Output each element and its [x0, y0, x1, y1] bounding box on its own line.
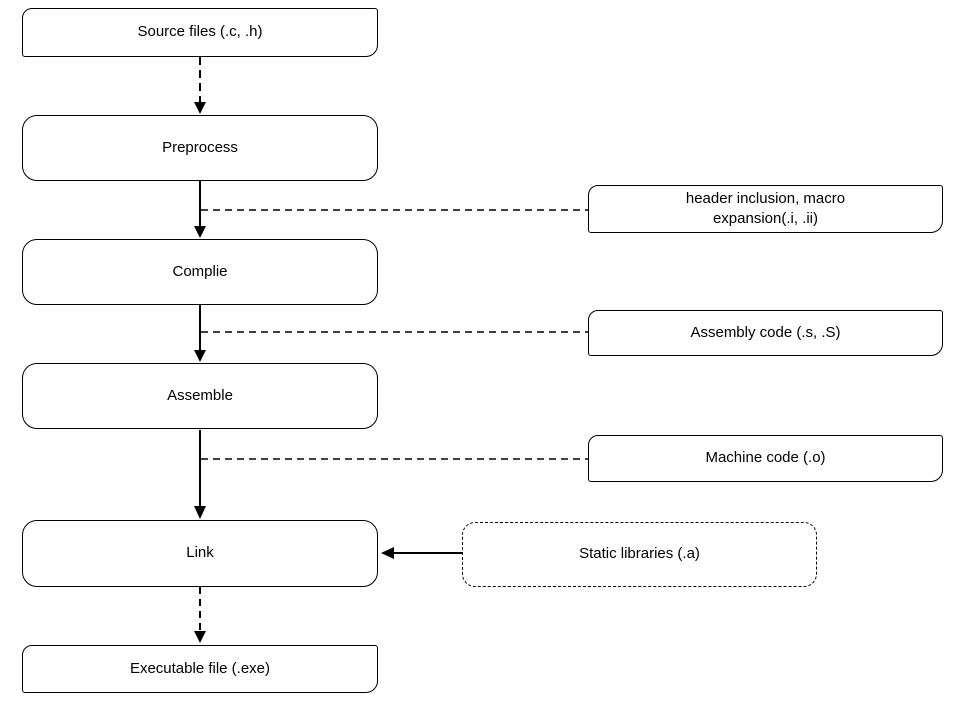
node-preprocess: Preprocess: [22, 115, 378, 181]
node-assemble-label: Assemble: [167, 386, 233, 404]
node-static-libraries-label: Static libraries (.a): [579, 545, 700, 563]
node-header-inclusion: header inclusion, macro expansion(.i, .i…: [588, 185, 943, 233]
node-machine-code: Machine code (.o): [588, 435, 943, 482]
arrowhead-link-executable: [194, 631, 206, 643]
node-header-inclusion-label: header inclusion, macro expansion(.i, .i…: [685, 189, 846, 227]
node-preprocess-label: Preprocess: [162, 138, 238, 156]
node-complie-label: Complie: [172, 262, 228, 280]
node-link: Link: [22, 520, 378, 587]
node-assemble: Assemble: [22, 363, 378, 429]
node-source-files-label: Source files (.c, .h): [137, 23, 263, 41]
node-link-label: Link: [186, 544, 214, 562]
arrowhead-staticlibs-link: [381, 547, 394, 559]
node-assembly-code: Assembly code (.s, .S): [588, 310, 943, 356]
node-machine-code-label: Machine code (.o): [705, 449, 826, 467]
arrowhead-preprocess-complie: [194, 226, 206, 238]
node-complie: Complie: [22, 239, 378, 305]
node-executable-file: Executable file (.exe): [22, 645, 378, 693]
node-executable-file-label: Executable file (.exe): [129, 659, 271, 677]
arrowhead-assemble-link: [194, 506, 206, 519]
arrowhead-source-preprocess: [194, 102, 206, 114]
node-static-libraries: Static libraries (.a): [462, 522, 817, 587]
node-assembly-code-label: Assembly code (.s, .S): [690, 323, 841, 341]
arrowhead-complie-assemble: [194, 350, 206, 362]
node-source-files: Source files (.c, .h): [22, 8, 378, 57]
